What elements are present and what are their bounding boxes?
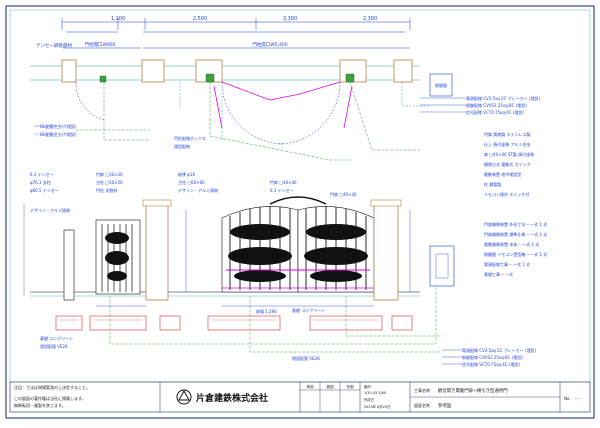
plan-right-note-2: 制御配線 CVVS1.25sq-8C (埋設) xyxy=(466,102,527,108)
spec-list: 門扉 鋳物製 ステンレス製 仕上 焼付塗装 アルミ合金 扉 □40×40 ST製… xyxy=(484,131,547,277)
elev-left-label-7: デザイン・アルミ鋳物 xyxy=(30,207,70,213)
spec-row-5: 駆動装置 地中埋設型 xyxy=(484,171,521,177)
elev-right-note-1: 電源配線 CV3.5sq 2C ブレーカー (埋設) xyxy=(462,347,536,353)
elev-left-label-6: 門柱 化粧材 xyxy=(96,187,117,193)
elev-right-label-2: 扉幅 1,290 xyxy=(256,308,277,314)
tb-no-value: - - - xyxy=(574,396,581,401)
spec-row-4: 開閉方式 電動式 スイング xyxy=(484,161,531,167)
mid-label-2: 埋設配線 xyxy=(174,143,190,149)
spec2-row-2: 門扉開閉装置 標準仕様 ─ 一式 1 式 xyxy=(484,231,547,237)
company-logo-icon xyxy=(176,389,192,405)
elev-left-label-5: 主柱 □50×50 xyxy=(96,179,123,185)
title-block: 注記：寸法は現場実測の上決定すること。 この図面の著作権は当社に帰属します。 無… xyxy=(9,381,591,413)
spec-row-2: 仕上 焼付塗装 アルミ合金 xyxy=(484,141,531,147)
control-panel-box xyxy=(429,73,453,97)
elev-left-label-4: 門扉 □30×30 xyxy=(96,171,123,177)
elev-right-label-1: 門扉 □40×40 xyxy=(330,191,357,197)
spec-row-7: リモコン操作 スイッチ付 xyxy=(484,191,529,197)
dim-4: 2,300 xyxy=(363,16,377,22)
elev-right-note-3: 信号配線 VCT0.75sq-4C (埋設) xyxy=(462,361,520,367)
tb-project: 観音開き電動門扉+横引き型通用門 xyxy=(438,387,508,394)
elev-center-label-1: 縦桟 φ16 xyxy=(178,171,195,177)
plan-right-note-1: 電源配線 CV3.5sq 2C ブレーカー (埋設) xyxy=(466,95,540,101)
dim-3: 3,300 xyxy=(283,16,297,22)
tb-drawing-label: 図面名称 xyxy=(414,402,430,408)
main-gate xyxy=(221,196,375,293)
elev-center-label-4: 門扉 □40×40 xyxy=(270,179,297,185)
elev-left-label-3: φ60.5 テンセー xyxy=(30,187,59,193)
spec-row-1: 門扉 鋳物製 ステンレス製 xyxy=(484,131,531,137)
left-small-pillar xyxy=(63,229,75,301)
tb-note-1: 注記：寸法は現場実測の上決定すること。 xyxy=(14,384,90,390)
elev-center-label-3: デザイン・アルミ鋳物 xyxy=(178,187,218,193)
tb-no-label: No. xyxy=(564,396,571,401)
tb-header-2: 検図 xyxy=(326,384,334,389)
control-panel-elev xyxy=(429,245,455,287)
mid-label-1: 門柱配線ボックス xyxy=(174,135,206,141)
opening-main-label: 門柱開口W5,400 xyxy=(252,41,287,48)
tb-meta-2: 作成日 xyxy=(364,397,374,402)
elev-center-label-2: 主柱 □60×60 xyxy=(178,179,205,185)
dim-1: 1,100 xyxy=(111,16,125,22)
sheet-border xyxy=(5,5,595,419)
tb-header-3: 作図 xyxy=(346,384,354,389)
tensei-label: テンセー鋼管部材 xyxy=(36,42,72,49)
tb-drawing: 参考図 xyxy=(438,402,452,409)
tb-meta-3: 2023年 6月20日 xyxy=(364,404,390,409)
elev-bottom-label-1: 基礎 コンクリート xyxy=(40,335,73,341)
tb-header-1: 承認 xyxy=(306,384,314,389)
pillar-left xyxy=(145,203,169,301)
plan-right-note-3: 信号配線 VCT0.75sq-4C (埋設) xyxy=(466,109,524,115)
tb-note-3: 無断転用・複製を禁じます。 xyxy=(14,402,66,408)
dim-2: 2,500 xyxy=(193,16,207,22)
pedestrian-gate xyxy=(95,219,141,295)
opening-left-label: 門柱開口W900 xyxy=(84,41,115,48)
spec-row-3: 扉 □40×40 ST製 焼付塗装 xyxy=(484,151,534,157)
company-name: 片倉建鉄株式会社 xyxy=(196,392,268,404)
tb-meta-label: 縮尺 xyxy=(364,384,372,389)
elev-left-label-2: φ76.3 支柱 xyxy=(30,179,51,185)
tb-meta-1: 1/30 A3:1/60 xyxy=(364,391,386,395)
spec2-row-6: 基礎工事 ─ 一式 xyxy=(484,271,513,277)
elev-bottom-label-2: 埋設配管 VE28 xyxy=(40,343,68,349)
spec2-row-4: 制御盤 リモコン受信機 ─ 一式 1 式 xyxy=(484,251,547,257)
elev-left-label-1: 6.3 テンセー xyxy=(30,171,54,177)
elev-bottom-label-4: 埋設配管 VE28 xyxy=(292,355,320,361)
pillar-right xyxy=(373,203,399,301)
tb-project-label: 工事名称 xyxy=(414,387,430,393)
elev-center-label-5: 6.3 テンセー xyxy=(270,187,294,193)
spec2-row-3: 電動開閉装置 本体 ─ 一式 1 式 xyxy=(484,241,539,247)
elev-right-note-2: 制御配線 CVVS1.25sq-8C (埋設) xyxy=(462,354,523,360)
elev-bottom-label-3: 基礎 コンクリート xyxy=(292,307,325,313)
spec2-row-1: 門扉開閉装置 外形寸法 ─ 一式 1 式 xyxy=(484,221,547,227)
spec-row-6: 柱 鋼管製 xyxy=(484,181,501,187)
elevation-view: 6.3 テンセー φ76.3 支柱 φ60.5 テンセー 門扉 □30×30 主… xyxy=(23,171,536,367)
tb-note-2: この図面の著作権は当社に帰属します。 xyxy=(14,395,86,401)
plan-view: 1,100 2,500 3,300 2,300 門柱開口W900 門柱開口W5,… xyxy=(30,16,540,161)
control-panel-label: 制御盤 xyxy=(435,82,447,88)
spec2-row-5: 電源配線工事 ─ 一式 1 式 xyxy=(484,261,530,267)
